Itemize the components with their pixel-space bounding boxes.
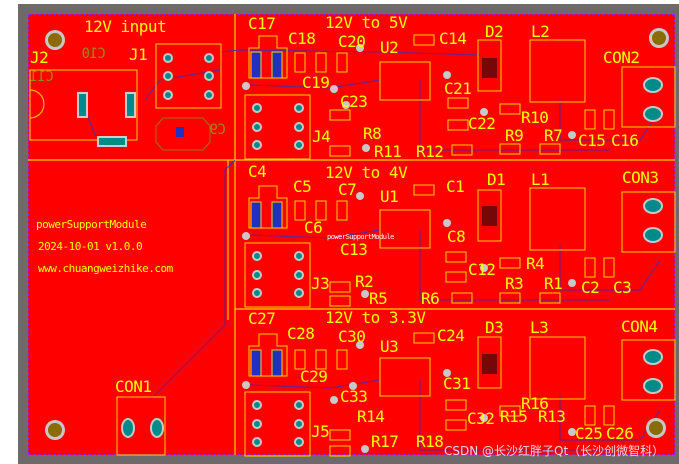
label-c5: C5 bbox=[293, 177, 312, 196]
ic-footprints bbox=[379, 39, 676, 401]
label-c1: C1 bbox=[446, 177, 465, 196]
label-c15: C15 bbox=[578, 131, 606, 150]
label-c10-bottom: C10 bbox=[82, 46, 106, 62]
label-r8: R8 bbox=[363, 124, 382, 143]
label-r9: R9 bbox=[505, 126, 524, 145]
label-c8: C8 bbox=[447, 227, 466, 246]
label-r4: R4 bbox=[526, 254, 545, 273]
traces bbox=[84, 49, 661, 451]
label-u2: U2 bbox=[380, 38, 399, 57]
switch-footprints bbox=[116, 43, 311, 457]
label-c18: C18 bbox=[288, 29, 316, 48]
label-c30: C30 bbox=[338, 327, 366, 346]
label-j1: J1 bbox=[129, 45, 148, 64]
label-c2: C2 bbox=[581, 278, 600, 297]
label-d1: D1 bbox=[487, 170, 506, 189]
label-d2: D2 bbox=[485, 22, 504, 41]
section-title-4v: 12V to 4V bbox=[325, 163, 408, 182]
smd-parts bbox=[294, 34, 615, 457]
vias bbox=[242, 44, 576, 453]
label-c23: C23 bbox=[340, 92, 368, 111]
label-l2: L2 bbox=[531, 22, 550, 41]
watermark: CSDN @长沙红胖子Qt（长沙创微智科） bbox=[444, 444, 665, 458]
label-con1: CON1 bbox=[115, 377, 152, 396]
diode-bodies bbox=[482, 58, 497, 374]
label-r5: R5 bbox=[369, 289, 388, 308]
label-r14: R14 bbox=[357, 407, 385, 426]
label-r2: R2 bbox=[355, 272, 374, 291]
j2-footprint bbox=[29, 69, 138, 147]
label-j2: J2 bbox=[30, 48, 49, 67]
label-c25: C25 bbox=[575, 424, 603, 443]
label-r3: R3 bbox=[505, 274, 524, 293]
label-j5: J5 bbox=[311, 422, 330, 441]
label-con2: CON2 bbox=[603, 48, 640, 67]
module-name: powerSupportModule bbox=[36, 218, 147, 231]
label-c26: C26 bbox=[606, 424, 634, 443]
label-c27: C27 bbox=[248, 309, 276, 328]
label-c32: C32 bbox=[467, 409, 495, 428]
label-r7: R7 bbox=[544, 126, 563, 145]
section-title-5v: 12V to 5V bbox=[325, 13, 408, 32]
label-c28: C28 bbox=[287, 324, 315, 343]
label-c7: C7 bbox=[338, 180, 357, 199]
label-c16: C16 bbox=[611, 131, 639, 150]
label-r15: R15 bbox=[500, 407, 528, 426]
module-website: www.chuangweizhike.com bbox=[38, 262, 173, 275]
label-c11-bottom: C11 bbox=[30, 69, 54, 85]
label-c12: C12 bbox=[468, 260, 496, 279]
label-c17: C17 bbox=[248, 14, 276, 33]
section-dividers bbox=[28, 14, 675, 455]
label-c22: C22 bbox=[468, 114, 496, 133]
label-c9-bottom: C9 bbox=[210, 122, 226, 138]
module-version: 2024-10-01 v1.0.0 bbox=[38, 240, 143, 253]
electrolytic-caps bbox=[155, 35, 288, 377]
label-c3: C3 bbox=[613, 278, 632, 297]
label-c24: C24 bbox=[437, 326, 465, 345]
label-module-tiny: powerSupportModule bbox=[327, 233, 394, 241]
label-j3: J3 bbox=[311, 274, 330, 293]
label-j4: J4 bbox=[312, 127, 331, 146]
label-r17: R17 bbox=[371, 432, 399, 451]
label-con4: CON4 bbox=[621, 317, 658, 336]
label-c6: C6 bbox=[304, 218, 323, 237]
label-l1: L1 bbox=[531, 170, 550, 189]
label-c13: C13 bbox=[340, 240, 368, 259]
label-c21: C21 bbox=[444, 79, 472, 98]
through-hole-pads bbox=[121, 53, 663, 447]
label-c29: C29 bbox=[300, 367, 328, 386]
label-c20: C20 bbox=[338, 32, 366, 51]
label-r16: R16 bbox=[521, 394, 549, 413]
label-c31: C31 bbox=[443, 374, 471, 393]
label-d3: D3 bbox=[485, 318, 504, 337]
label-r6: R6 bbox=[421, 289, 440, 308]
mounting-holes bbox=[45, 28, 669, 440]
label-c14: C14 bbox=[439, 29, 467, 48]
label-c4: C4 bbox=[248, 162, 267, 181]
label-c33: C33 bbox=[340, 387, 368, 406]
label-u3: U3 bbox=[380, 337, 399, 356]
label-u1: U1 bbox=[380, 187, 399, 206]
label-c19: C19 bbox=[302, 73, 330, 92]
label-r18: R18 bbox=[416, 432, 444, 451]
section-title-input: 12V input bbox=[84, 17, 167, 36]
label-con3: CON3 bbox=[622, 168, 659, 187]
label-r13: R13 bbox=[538, 407, 566, 426]
label-r1: R1 bbox=[544, 274, 563, 293]
label-r10: R10 bbox=[521, 108, 549, 127]
label-r12: R12 bbox=[416, 142, 444, 161]
section-title-3v3: 12V to 3.3V bbox=[325, 308, 426, 327]
label-l3: L3 bbox=[530, 318, 549, 337]
label-r11: R11 bbox=[374, 142, 402, 161]
